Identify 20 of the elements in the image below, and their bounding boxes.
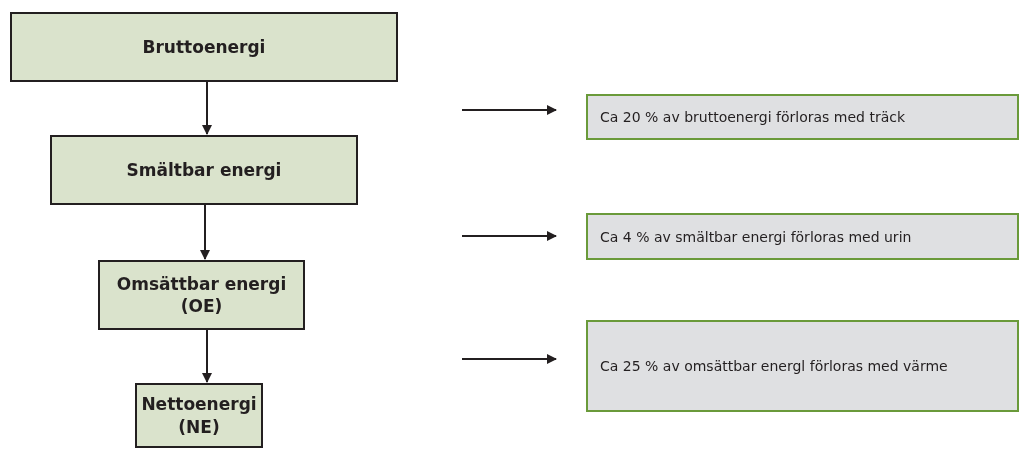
note-text: Ca 4 % av smältbar energi förloras med urin	[600, 227, 912, 247]
stage-box	[10, 12, 398, 82]
arrow	[461, 231, 557, 241]
stage-label: Nettoenergi (NE)	[141, 393, 257, 438]
stage-box	[135, 383, 263, 448]
stage-label: Smältbar energi	[126, 158, 282, 182]
note-box	[586, 94, 1019, 140]
arrow	[202, 81, 212, 135]
arrow	[461, 105, 557, 115]
stage-label: Bruttoenergi	[142, 35, 266, 59]
stage-box	[98, 260, 305, 330]
note-box	[586, 320, 1019, 412]
arrow	[200, 204, 210, 260]
stage-box	[50, 135, 358, 205]
stage-label: Omsättbar energi (OE)	[115, 272, 288, 318]
note-box	[586, 213, 1019, 260]
arrow	[202, 329, 212, 383]
note-text: Ca 20 % av bruttoenergi förloras med träck	[600, 108, 906, 127]
arrow	[461, 354, 557, 364]
note-text: Ca 25 % av omsättbar energl förloras med värme	[600, 357, 948, 376]
